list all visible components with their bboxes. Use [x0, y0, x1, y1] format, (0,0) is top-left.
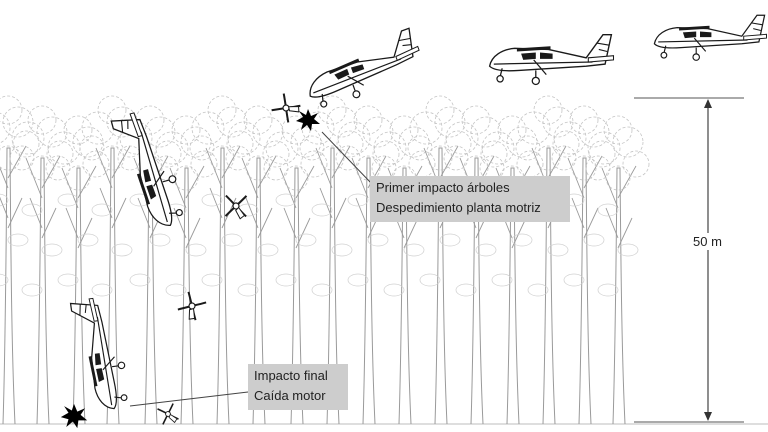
falling-engine-2 [171, 285, 213, 327]
first-impact-line-1: Primer impacto árboles [376, 180, 510, 195]
tree [551, 105, 616, 425]
final-impact-line-1: Impacto final [254, 368, 328, 383]
aircraft-level-3 [653, 14, 768, 61]
tree [225, 105, 290, 425]
falling-engine-1 [215, 185, 257, 227]
first-impact-pointer [321, 131, 373, 185]
tree [299, 95, 364, 425]
tree [263, 115, 328, 425]
impact-burst-1 [296, 109, 320, 131]
tree [479, 115, 544, 425]
final-impact-pointer [129, 391, 249, 407]
height-label: 50 m [690, 233, 725, 250]
tree [585, 115, 650, 425]
tree [189, 95, 254, 425]
first-impact-line-2: Despedimiento planta motriz [376, 200, 541, 215]
first-impact-label: Primer impacto árboles Despedimiento pla… [370, 176, 570, 222]
aircraft-plunging [110, 106, 188, 234]
aircraft-wreck [69, 294, 132, 414]
engine-on-ground [154, 400, 182, 428]
tree [407, 95, 472, 425]
tree [0, 95, 40, 425]
tree [9, 105, 74, 425]
impact-burst-final [60, 403, 88, 429]
tree [335, 105, 400, 425]
height-dimension [634, 97, 744, 423]
final-impact-line-2: Caída motor [254, 388, 326, 403]
final-impact-label: Impacto final Caída motor [248, 364, 348, 410]
tree [153, 115, 218, 425]
aircraft-descending [299, 26, 428, 114]
aircraft-level-2 [488, 34, 615, 86]
